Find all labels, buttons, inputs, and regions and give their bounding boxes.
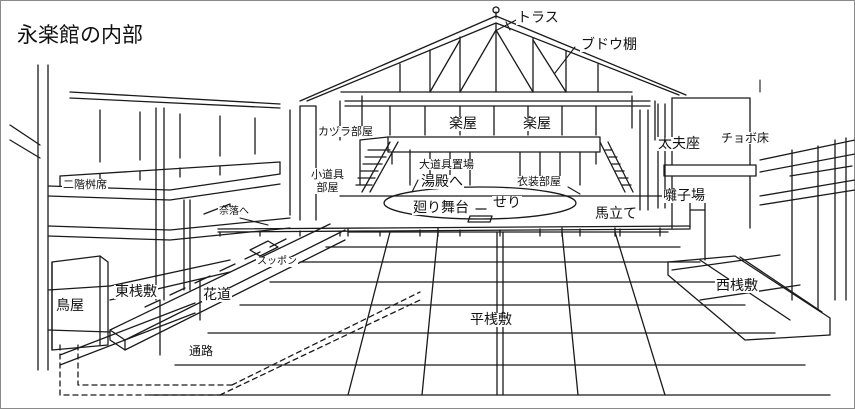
main-stage: [217, 186, 691, 237]
label-revolving-stage: 廻り舞台: [412, 200, 470, 216]
hanamichi-runway: [109, 223, 346, 351]
label-torii: 鳥屋: [56, 298, 84, 314]
backstage-upper: [299, 105, 649, 221]
label-large-props: 大道具置場: [418, 158, 475, 171]
label-truss: トラス: [516, 10, 560, 26]
roof-truss: [299, 6, 687, 129]
label-katsura-room: カヅラ部屋: [317, 125, 374, 138]
label-west-seats: 西桟敷: [715, 278, 759, 294]
page-title: 永楽館の内部: [17, 23, 143, 47]
label-hanamichi: 花道: [202, 287, 232, 303]
label-to-bath: 湯殿へ: [420, 174, 464, 190]
west-seats: [667, 254, 831, 341]
label-tayuza: 太夫座: [657, 136, 701, 152]
label-grid-ceiling: ブドウ棚: [580, 37, 638, 53]
label-passage: 通路: [188, 344, 215, 358]
label-props-room: 小道具 部屋: [310, 168, 345, 195]
label-trap-lift: せり: [492, 195, 522, 211]
label-pit-seats: 平桟敷: [469, 312, 513, 328]
left-balcony: [9, 64, 291, 371]
label-suppon: スッポン: [256, 256, 298, 267]
under-passage: [59, 291, 421, 396]
torii-room: [51, 255, 109, 351]
label-umatate: 馬立て: [594, 206, 638, 222]
label-leaders: [239, 17, 761, 226]
stage-right-structures: [657, 97, 855, 311]
label-hayashiba: 囃子場: [662, 188, 706, 204]
label-chobodoko: チョボ床: [720, 131, 771, 145]
label-dressing-room-left: 楽屋: [448, 116, 478, 132]
fly-gallery: [339, 100, 656, 141]
label-second-floor-box: 二階桝席: [62, 178, 108, 191]
label-dressing-room-right: 楽屋: [522, 116, 552, 132]
label-to-naraku: 奈落へ: [218, 206, 250, 217]
label-costume-room: 衣装部屋: [516, 175, 562, 188]
label-east-seats: 東桟敷: [114, 284, 158, 300]
pit-seating-grid: [149, 227, 831, 396]
